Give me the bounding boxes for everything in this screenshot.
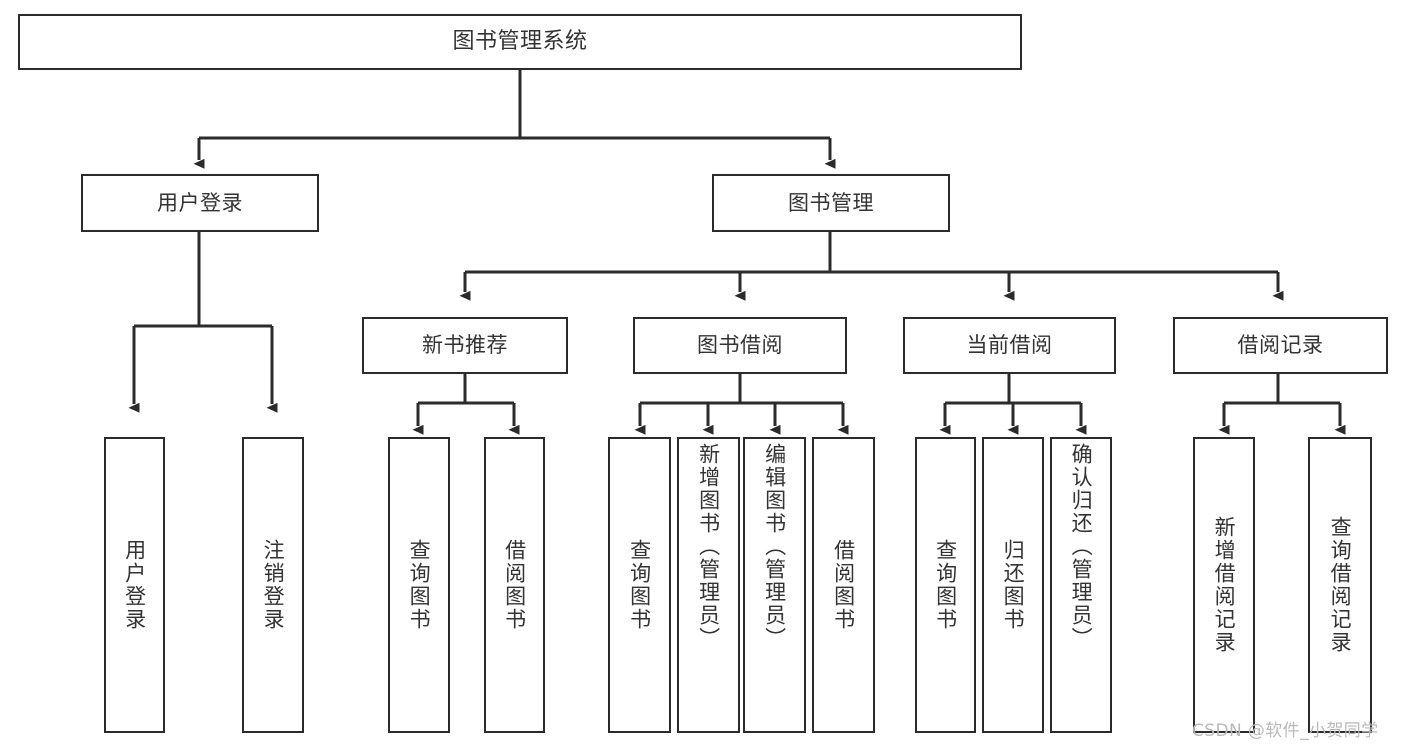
node-label: 查询图书: [407, 539, 432, 631]
leaf-add-book[interactable]: 新增图书（管理员）: [677, 437, 740, 733]
node-label: 借阅记录: [1237, 333, 1324, 358]
node-current-borrow[interactable]: 当前借阅: [903, 317, 1116, 374]
node-label: 借阅图书: [502, 539, 527, 631]
leaf-add-borrow-record[interactable]: 新增借阅记录: [1193, 437, 1255, 733]
node-label: 借阅图书: [831, 539, 856, 631]
leaf-query-borrow-record[interactable]: 查询借阅记录: [1308, 437, 1372, 733]
leaf-query-book-current[interactable]: 查询图书: [915, 437, 976, 733]
node-label: 图书管理系统: [452, 29, 588, 55]
leaf-user-login[interactable]: 用户登录: [104, 437, 165, 733]
leaf-query-book-borrow[interactable]: 查询图书: [608, 437, 671, 733]
node-root-system[interactable]: 图书管理系统: [18, 14, 1022, 70]
leaf-return-book[interactable]: 归还图书: [982, 437, 1044, 733]
node-label: 编辑图书（管理员）: [762, 443, 787, 650]
csdn-watermark: CSDN @软件_小贺同学: [1192, 721, 1379, 741]
leaf-logout[interactable]: 注销登录: [242, 437, 304, 733]
node-label: 归还图书: [1001, 539, 1026, 631]
node-new-book-recommend[interactable]: 新书推荐: [362, 317, 568, 374]
node-label: 新书推荐: [422, 333, 508, 358]
node-label: 新增图书（管理员）: [696, 443, 721, 650]
node-label: 查询图书: [627, 539, 652, 631]
node-user-login[interactable]: 用户登录: [81, 174, 319, 232]
node-label: 新增借阅记录: [1212, 516, 1237, 654]
node-label: 用户登录: [157, 190, 243, 215]
node-book-borrow[interactable]: 图书借阅: [633, 317, 847, 374]
node-book-manage[interactable]: 图书管理: [712, 174, 950, 232]
node-label: 图书管理: [788, 190, 874, 215]
node-label: 图书借阅: [697, 333, 783, 358]
node-borrow-record[interactable]: 借阅记录: [1173, 317, 1388, 374]
leaf-query-book-recommend[interactable]: 查询图书: [388, 437, 450, 733]
node-label: 当前借阅: [966, 333, 1053, 358]
leaf-edit-book[interactable]: 编辑图书（管理员）: [743, 437, 806, 733]
node-label: 查询图书: [933, 539, 958, 631]
node-label: 用户登录: [122, 539, 147, 631]
node-label: 注销登录: [261, 539, 286, 631]
leaf-confirm-return[interactable]: 确认归还（管理员）: [1050, 437, 1112, 733]
leaf-borrow-book[interactable]: 借阅图书: [812, 437, 875, 733]
node-label: 确认归还（管理员）: [1069, 443, 1094, 650]
leaf-borrow-book-recommend[interactable]: 借阅图书: [484, 437, 545, 733]
node-label: 查询借阅记录: [1328, 516, 1353, 654]
